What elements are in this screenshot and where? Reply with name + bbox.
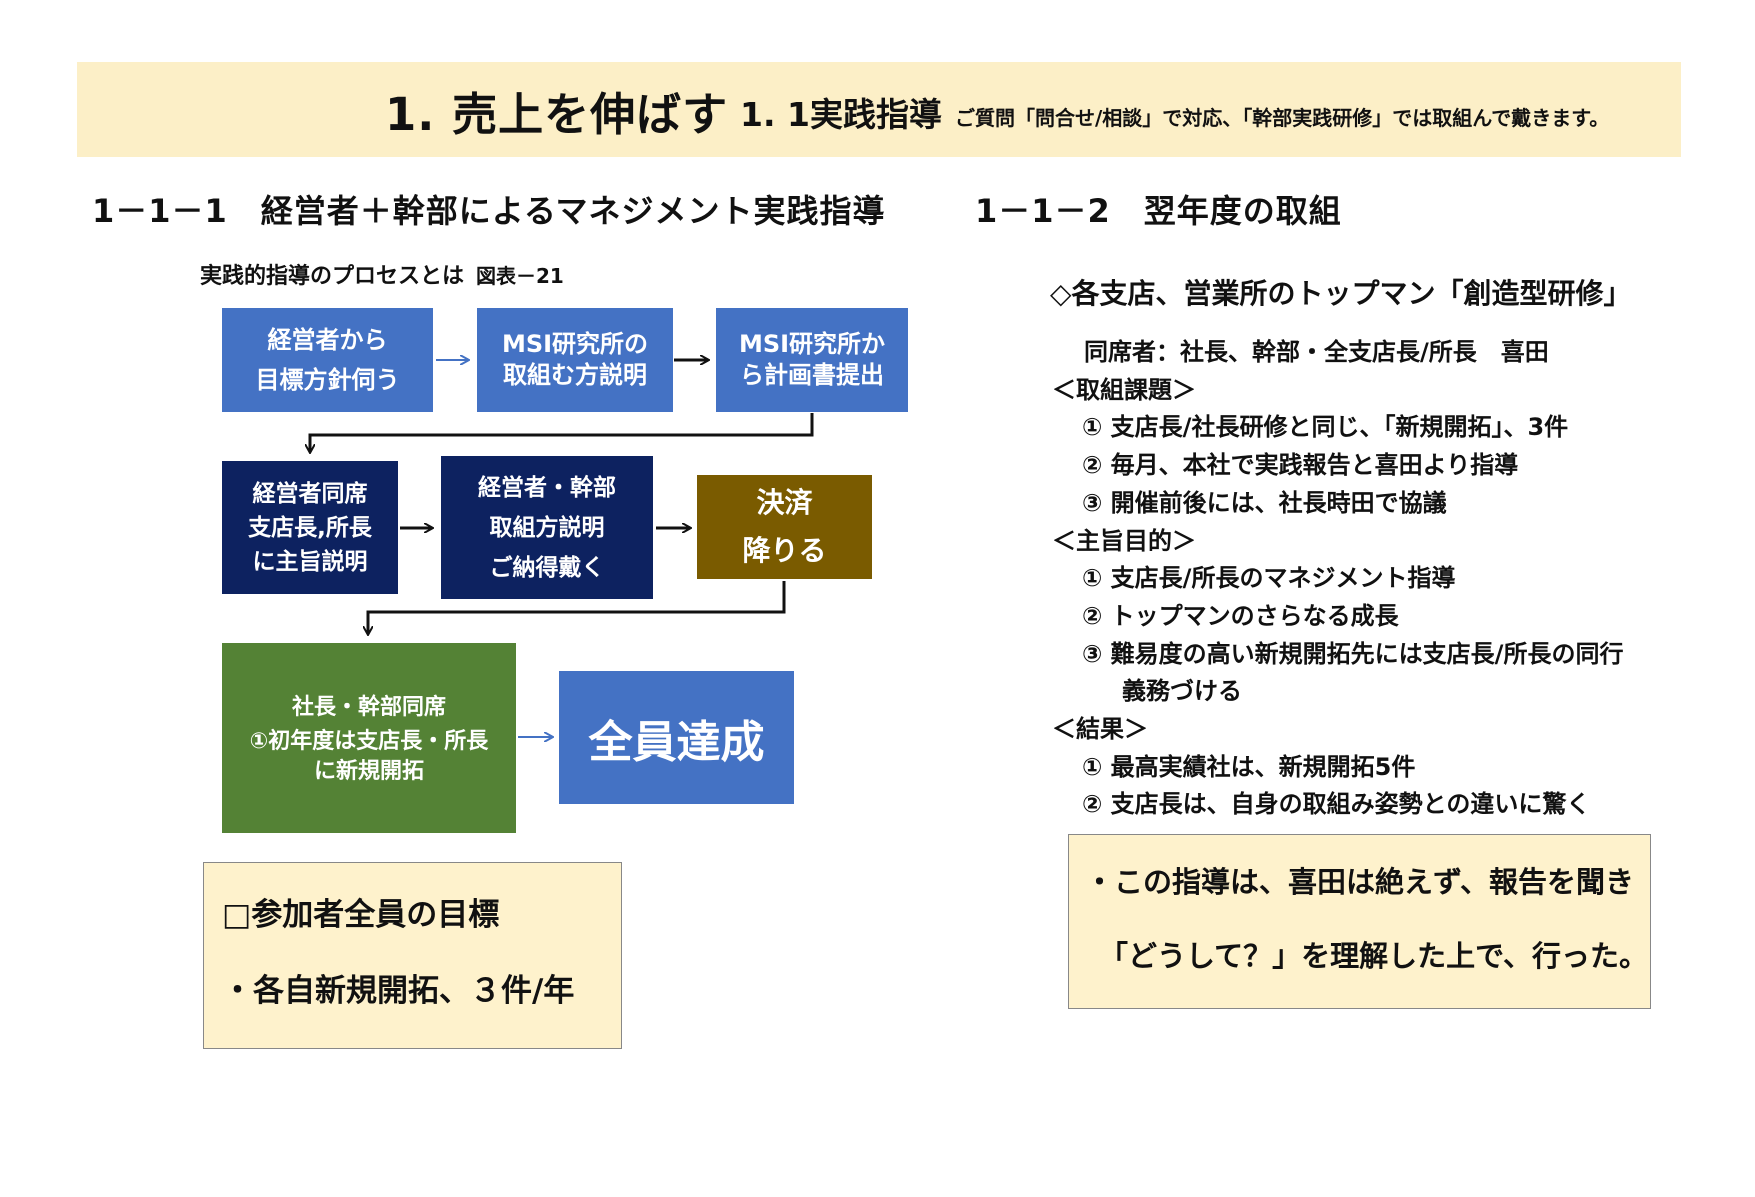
figure-caption: 実践的指導のプロセスとは図表－21 bbox=[200, 258, 564, 290]
flow-step-new-development: 社長・幹部同席 ①初年度は支店長・所長 に新規開拓 bbox=[222, 643, 516, 833]
flow-step-msi-explain: MSI研究所の 取組む方説明 bbox=[477, 308, 673, 412]
purpose-item: ③ 難易度の高い新規開拓先には支店長/所長の同行 bbox=[1082, 640, 1624, 668]
issue-item: ③ 開催前後には、社長時田で協議 bbox=[1082, 489, 1447, 517]
attendees: 同席者：社長、幹部・全支店長/所長 喜田 bbox=[1084, 338, 1549, 366]
figure-label: 図表－21 bbox=[476, 264, 564, 288]
goal-box: □参加者全員の目標 ・各自新規開拓、３件/年 bbox=[203, 862, 622, 1049]
result-item: ② 支店長は、自身の取組み姿勢との違いに驚く bbox=[1082, 790, 1591, 818]
flow-step-all-achieved: 全員達成 bbox=[559, 671, 794, 804]
purpose-item: ② トップマンのさらなる成長 bbox=[1082, 602, 1399, 630]
summary-line-2: 「どうして？」を理解した上で、行った。 bbox=[1099, 939, 1648, 973]
page-title: 1. 売上を伸ばす bbox=[385, 88, 729, 141]
figure-caption-text: 実践的指導のプロセスとは bbox=[200, 264, 465, 289]
purpose-item-continued: 義務づける bbox=[1122, 677, 1242, 705]
right-headline: ◇各支店、営業所のトップマン「創造型研修」 bbox=[1050, 277, 1632, 310]
goal-box-line: ・各自新規開拓、３件/年 bbox=[222, 973, 575, 1009]
flow-step-executive-consent: 経営者・幹部 取組方説明 ご納得戴く bbox=[441, 456, 653, 599]
result-item: ① 最高実績社は、新規開拓5件 bbox=[1082, 753, 1416, 781]
summary-box: ・この指導は、喜田は絶えず、報告を聞き 「どうして？」を理解した上で、行った。 bbox=[1068, 834, 1651, 1009]
flow-step-hearing-goals: 経営者から 目標方針伺う bbox=[222, 308, 433, 412]
result-header: ＜結果＞ bbox=[1052, 715, 1148, 743]
goal-box-title: □参加者全員の目標 bbox=[222, 897, 500, 933]
arrow-6-7 bbox=[368, 581, 786, 634]
page-subtitle: 1. 1実践指導 bbox=[740, 95, 942, 134]
flow-step-approval: 決済 降りる bbox=[697, 475, 872, 579]
issues-header: ＜取組課題＞ bbox=[1052, 376, 1196, 404]
flow-step-plan-submit: MSI研究所か ら計画書提出 bbox=[716, 308, 908, 412]
flow-step-branch-brief: 経営者同席 支店長,所長 に主旨説明 bbox=[222, 461, 398, 594]
banner-note: ご質問「問合せ/相談」で対応、「幹部実践研修」では取組んで戴きます。 bbox=[955, 106, 1610, 130]
issue-item: ① 支店長/社長研修と同じ、「新規開拓」、3件 bbox=[1082, 413, 1569, 441]
issue-item: ② 毎月、本社で実践報告と喜田より指導 bbox=[1082, 451, 1519, 479]
arrow-3-4 bbox=[310, 413, 814, 452]
purpose-item: ① 支店長/所長のマネジメント指導 bbox=[1082, 564, 1456, 592]
header-banner bbox=[77, 62, 1681, 157]
right-section-title: 1－1－2 翌年度の取組 bbox=[975, 192, 1342, 230]
left-section-title: 1－1－1 経営者＋幹部によるマネジメント実践指導 bbox=[92, 192, 886, 230]
purpose-header: ＜主旨目的＞ bbox=[1052, 527, 1196, 555]
summary-line-1: ・この指導は、喜田は絶えず、報告を聞き bbox=[1085, 865, 1634, 899]
